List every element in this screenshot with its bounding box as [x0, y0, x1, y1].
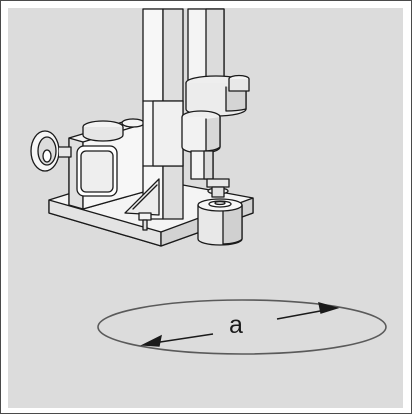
- column: [142, 8, 184, 220]
- motor-housing: [68, 118, 148, 210]
- measurement-ellipse: [97, 299, 387, 355]
- base-screw: [138, 212, 152, 231]
- workpiece-cylinder: [197, 198, 243, 246]
- spindle-head: [181, 8, 250, 198]
- handwheel-icon: [30, 130, 72, 172]
- dimension-label-a: a: [229, 311, 243, 339]
- dimension-arrow: [140, 302, 340, 347]
